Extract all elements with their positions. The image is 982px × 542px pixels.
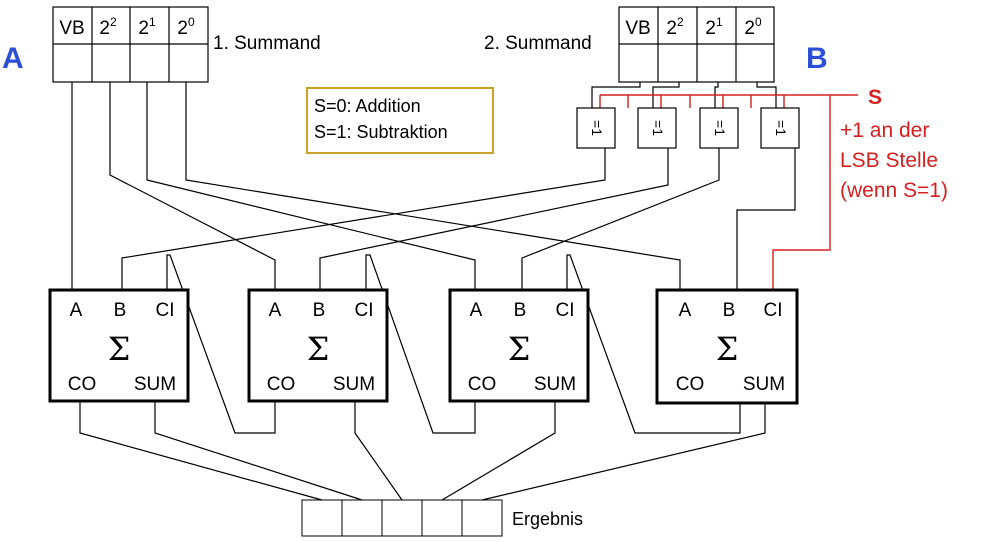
adder-input-b: B: [723, 300, 736, 321]
xor-gate-label: =1: [589, 120, 605, 136]
adder-input-a: A: [70, 300, 83, 321]
sigma-icon: Σ: [508, 330, 531, 368]
full-adder: A B CI Σ CO SUM: [655, 288, 799, 405]
adder-output-co: CO: [68, 374, 97, 395]
register-b-to-xor-wires: [591, 82, 777, 108]
xor-gate-label: =1: [650, 120, 666, 136]
xor-gate: =1: [760, 107, 800, 149]
xor-gate-label: =1: [773, 120, 789, 136]
control-note-line3: (wenn S=1): [840, 179, 948, 202]
signal-wires: [71, 82, 796, 501]
adder-input-ci: CI: [556, 300, 575, 321]
register-a-col-2-2: 22: [99, 15, 117, 39]
xor-gate: =1: [637, 107, 677, 149]
sigma-icon: Σ: [307, 330, 330, 368]
adder-output-sum: SUM: [134, 374, 176, 395]
adder-input-a: A: [470, 300, 483, 321]
operand-b-letter: B: [806, 42, 828, 75]
register-a-col-2-1: 21: [138, 15, 156, 39]
mode-note-line1: S=0: Addition: [314, 96, 421, 116]
sigma-icon: Σ: [108, 330, 131, 368]
result-label: Ergebnis: [512, 509, 583, 529]
adder-output-sum: SUM: [333, 374, 375, 395]
adder-input-ci: CI: [355, 300, 374, 321]
register-b-caption: 2. Summand: [484, 33, 592, 54]
register-a-caption: 1. Summand: [213, 33, 321, 54]
adder-output-sum: SUM: [534, 374, 576, 395]
register-b-col-2-2: 22: [666, 15, 684, 39]
register-b: [618, 6, 775, 83]
adder-input-b: B: [114, 300, 127, 321]
control-signal-label: S: [868, 86, 882, 109]
adder-input-b: B: [313, 300, 326, 321]
xor-gate-label: =1: [712, 120, 728, 136]
full-adder: A B CI Σ CO SUM: [48, 288, 190, 403]
register-b-col-vb: VB: [625, 18, 650, 39]
adder-output-co: CO: [676, 374, 705, 395]
adder-input-b: B: [514, 300, 527, 321]
sigma-icon: Σ: [716, 330, 739, 368]
mode-note-line2: S=1: Subtraktion: [314, 122, 448, 142]
register-a-col-2-0: 20: [177, 15, 195, 39]
control-signal-wires: [599, 94, 858, 290]
adder-input-a: A: [269, 300, 282, 321]
xor-gate: =1: [699, 107, 739, 149]
control-note-line2: LSB Stelle: [840, 149, 938, 172]
result-register: [301, 499, 503, 537]
adder-input-a: A: [679, 300, 692, 321]
register-a-col-vb: VB: [59, 18, 84, 39]
adder-output-co: CO: [267, 374, 296, 395]
register-b-col-2-1: 21: [705, 15, 723, 39]
adder-output-sum: SUM: [743, 374, 785, 395]
operand-a-letter: A: [2, 42, 24, 75]
full-adder: A B CI Σ CO SUM: [448, 288, 590, 403]
full-adder: A B CI Σ CO SUM: [247, 288, 389, 403]
register-b-col-2-0: 20: [744, 15, 762, 39]
mode-note-box: [306, 87, 494, 154]
control-note-line1: +1 an der: [840, 119, 929, 142]
register-a: [52, 6, 209, 83]
adder-input-ci: CI: [156, 300, 175, 321]
adder-output-co: CO: [468, 374, 497, 395]
xor-gate: =1: [576, 107, 616, 149]
adder-input-ci: CI: [764, 300, 783, 321]
